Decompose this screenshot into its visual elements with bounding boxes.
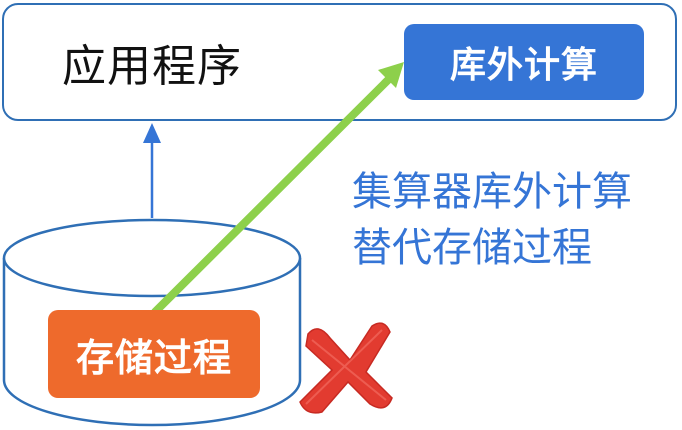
offdb-compute-box: 库外计算 xyxy=(404,24,644,100)
green-arrow xyxy=(151,62,404,316)
up-arrow xyxy=(143,123,161,218)
note-line-1: 集算器库外计算 xyxy=(352,169,632,215)
stored-procedure-box: 存储过程 xyxy=(48,310,260,398)
stored-procedure-label: 存储过程 xyxy=(75,335,232,380)
note-line-2: 替代存储过程 xyxy=(352,225,592,271)
offdb-compute-label: 库外计算 xyxy=(449,45,598,86)
note-text: 集算器库外计算 替代存储过程 xyxy=(352,164,632,276)
application-label: 应用程序 xyxy=(62,41,242,92)
red-x-icon xyxy=(299,322,393,414)
